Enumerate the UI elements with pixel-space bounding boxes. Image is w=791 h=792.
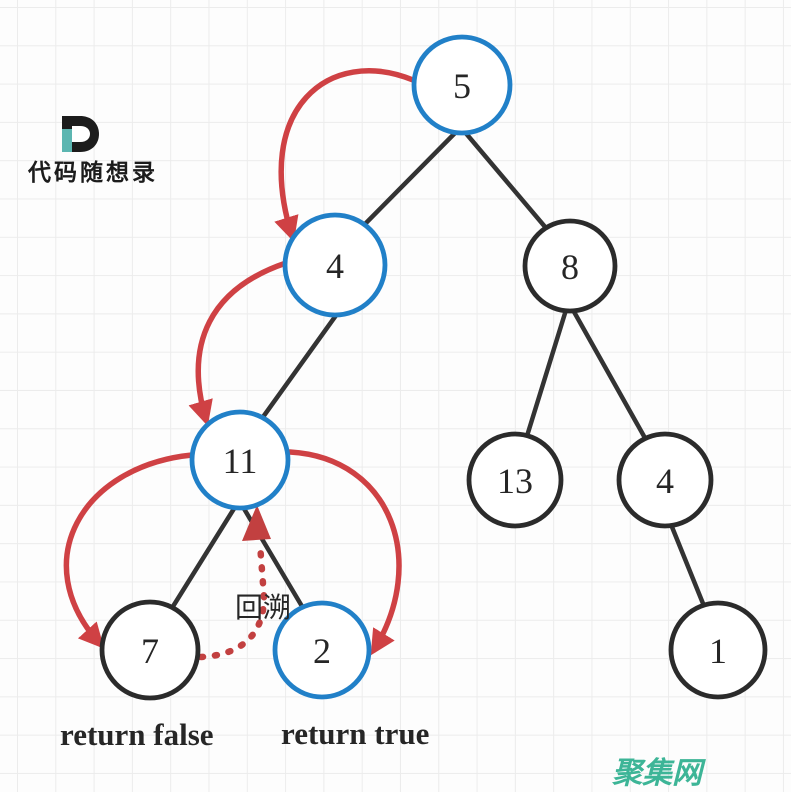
arrow-11-to-7 xyxy=(63,452,195,649)
edge-5-4 xyxy=(363,127,461,226)
tree-node-8 xyxy=(522,218,618,314)
node-value-5: 5 xyxy=(453,66,471,106)
return-true-label: return true xyxy=(281,716,429,751)
tree-node-7 xyxy=(99,599,201,701)
node-value-2: 2 xyxy=(313,631,331,671)
backtrack-label: 回溯 xyxy=(235,592,291,624)
tree-node-1 xyxy=(668,600,768,700)
traversal-arrows xyxy=(63,68,416,656)
node-value-4-right: 4 xyxy=(656,461,674,501)
tree-node-2 xyxy=(272,600,372,700)
edge-8-4 xyxy=(570,307,648,441)
logo: 代码随想录 xyxy=(27,116,158,185)
tree-node-5 xyxy=(411,34,513,136)
node-value-1: 1 xyxy=(709,631,727,671)
tree-node-11 xyxy=(189,409,291,511)
edge-4-11 xyxy=(260,311,340,420)
backtrack-dotted-path xyxy=(197,540,268,661)
node-value-8: 8 xyxy=(561,247,579,287)
tree-node-4-right xyxy=(616,431,714,529)
tree-nodes: 5 4 8 11 13 4 7 2 1 xyxy=(99,34,768,701)
return-false-label: return false xyxy=(60,717,214,752)
edge-8-13 xyxy=(524,307,569,439)
arrow-5-to-4 xyxy=(274,68,416,243)
edge-5-8 xyxy=(461,128,549,231)
watermark-text: 聚集网 xyxy=(611,757,706,790)
arrow-11-to-2 xyxy=(287,449,402,656)
logo-brand-text: 代码随想录 xyxy=(27,159,158,185)
node-value-4-left: 4 xyxy=(326,246,344,286)
arrow-4-to-11 xyxy=(188,260,289,427)
tree-node-13 xyxy=(466,431,564,529)
node-value-13: 13 xyxy=(497,461,533,501)
node-value-11: 11 xyxy=(223,441,258,481)
backtrack-arrowhead-icon xyxy=(242,505,271,541)
backtrack-arrow xyxy=(197,505,271,661)
node-value-7: 7 xyxy=(141,631,159,671)
edge-4-1 xyxy=(667,519,707,609)
tree-node-4-left xyxy=(282,212,388,318)
edge-11-7 xyxy=(169,504,238,611)
logo-d-icon xyxy=(62,116,99,152)
